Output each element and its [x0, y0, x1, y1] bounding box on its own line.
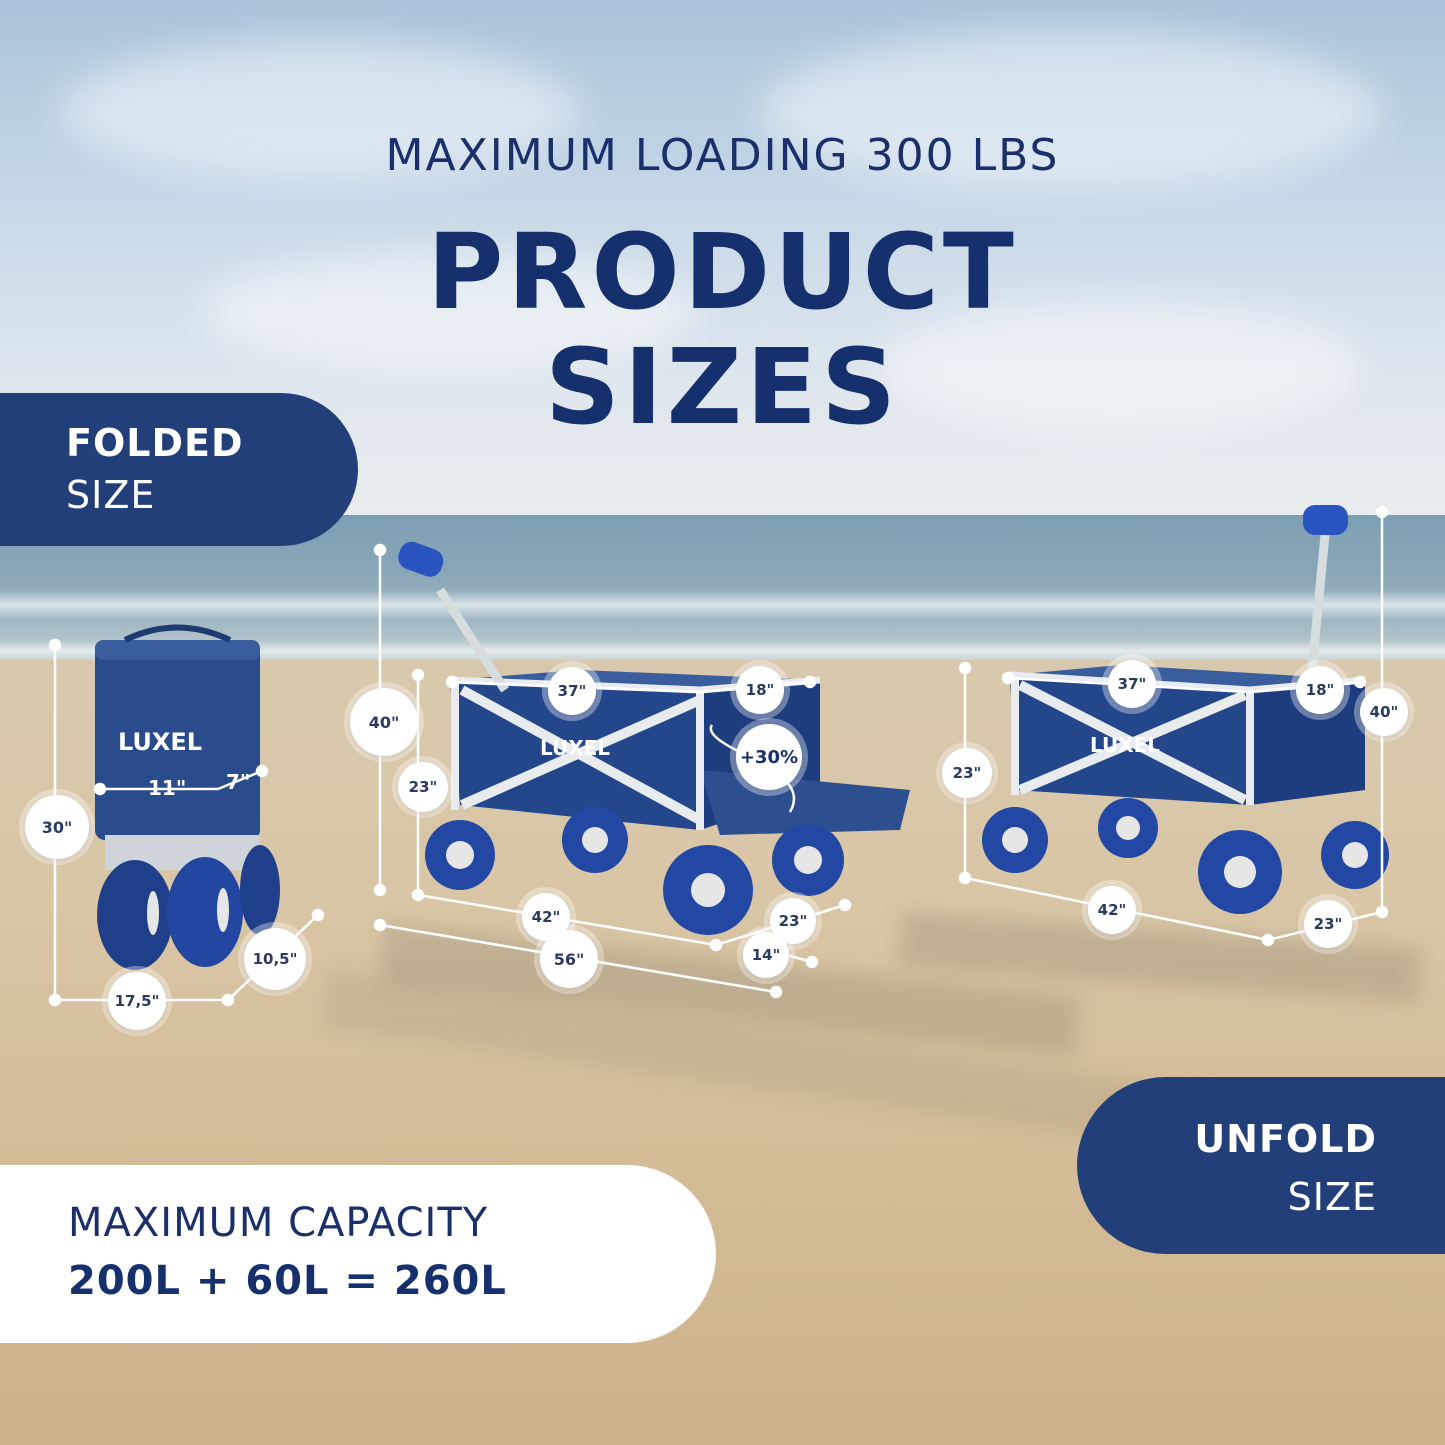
page-title-line2: SIZES — [545, 326, 900, 448]
unfold-label-light: SIZE — [1287, 1175, 1377, 1219]
cloud — [880, 300, 1360, 430]
dim-badge-front-length: 37" — [548, 667, 596, 715]
folded-size-label: FOLDED SIZE — [0, 393, 358, 546]
page-title-line1: PRODUCT — [427, 211, 1018, 333]
front-wagon: LUXEL — [398, 541, 910, 935]
dim-badge-back-length: 37" — [1108, 660, 1156, 708]
dim-badge-folded-base-width: 17,5" — [108, 972, 166, 1030]
dim-badge-folded-base-depth: 10,5" — [244, 928, 306, 990]
surf-line — [0, 640, 1445, 662]
folded-label-bold: FOLDED — [66, 421, 244, 465]
dim-badge-front-total-length: 56" — [540, 930, 598, 988]
dim-badge-front-extension: 14" — [743, 932, 789, 978]
dim-badge-back-base-length: 42" — [1088, 886, 1136, 934]
dim-badge-front-handle-height: 40" — [350, 688, 418, 756]
dim-badge-back-body-height: 23" — [942, 748, 992, 798]
cloud — [200, 250, 700, 370]
dim-badge-back-handle-height: 40" — [1360, 688, 1408, 736]
dim-badge-folded-height: 30" — [25, 795, 89, 859]
dim-label-folded-width: 11" — [148, 776, 187, 800]
dim-badge-back-base-width: 23" — [1304, 900, 1352, 948]
folded-wagon: LUXEL — [95, 624, 280, 970]
dim-badge-front-width: 18" — [736, 666, 784, 714]
surf-line — [0, 590, 1445, 620]
dim-badge-back-width: 18" — [1296, 666, 1344, 714]
dim-badge-extension-percent: +30% — [736, 724, 802, 790]
folded-logo: LUXEL — [118, 728, 202, 756]
front-logo: LUXEL — [540, 736, 610, 760]
capacity-panel — [0, 1165, 716, 1343]
dim-badge-front-body-height: 23" — [398, 762, 448, 812]
capacity-value: 200L + 60L = 260L — [68, 1258, 507, 1304]
back-logo: LUXEL — [1090, 733, 1160, 757]
cloud — [760, 30, 1380, 190]
subtitle: MAXIMUM LOADING 300 LBS — [385, 130, 1060, 181]
unfold-size-label: UNFOLD SIZE — [1077, 1077, 1445, 1254]
cloud — [60, 40, 580, 180]
capacity-label: MAXIMUM CAPACITY — [68, 1200, 489, 1246]
folded-label-light: SIZE — [66, 473, 156, 517]
unfold-label-bold: UNFOLD — [1194, 1117, 1377, 1161]
dim-label-folded-depth: 7" — [226, 770, 251, 794]
